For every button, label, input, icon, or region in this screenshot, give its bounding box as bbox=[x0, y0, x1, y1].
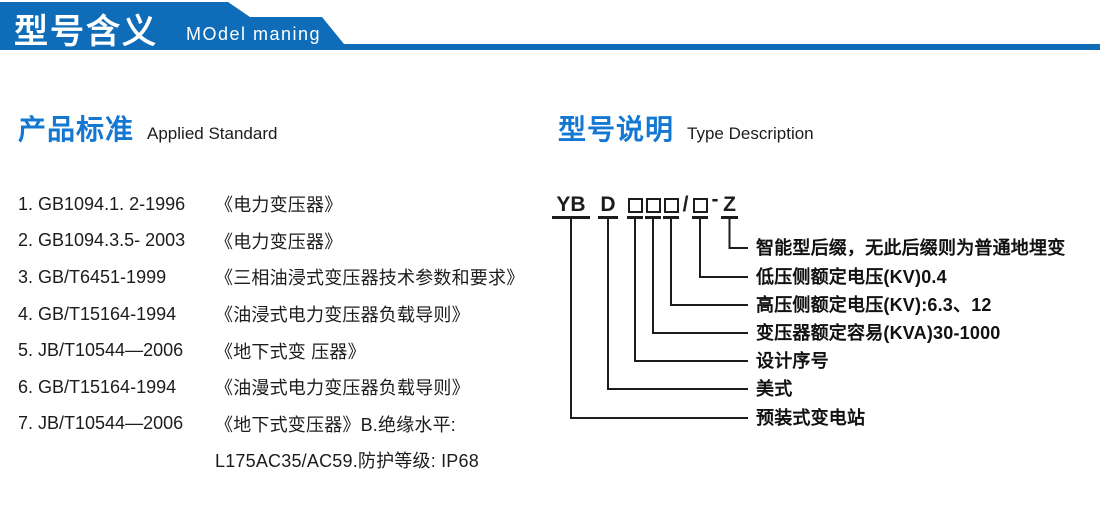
page-subtitle: MOdel maning bbox=[186, 24, 322, 44]
item-code: 4. GB/T15164-1994 bbox=[18, 303, 177, 324]
list-item: 4. GB/T15164-1994 《油浸式电力变压器负载导则》 bbox=[18, 296, 558, 333]
item-title: 《油浸式电力变压器负载导则》 bbox=[215, 305, 470, 326]
model-code-diagram: YB D / - Z 智能型后缀，无此后缀则为普通地埋变 低压侧额定电压(KV)… bbox=[552, 188, 1100, 447]
item-code: 3. GB/T6451-1999 bbox=[18, 266, 167, 287]
code-segment-capacity bbox=[627, 192, 643, 219]
list-item: 6. GB/T15164-1994 《油漫式电力变压器负载导则》 bbox=[18, 369, 558, 406]
applied-standard-heading: 产品标准 Applied Standard bbox=[18, 108, 277, 148]
diagram-label-lv-voltage: 低压侧额定电压(KV)0.4 bbox=[756, 267, 947, 287]
item-code: 2. GB1094.3.5- 2003 bbox=[18, 230, 186, 251]
type-description-heading-en: Type Description bbox=[687, 124, 814, 143]
diagram-connector-lines bbox=[570, 219, 748, 419]
placeholder-box-icon bbox=[645, 198, 661, 213]
dash-glyph: - bbox=[711, 188, 719, 211]
list-item: 7. JB/T10544—2006 《地下式变压器》B.绝缘水平: bbox=[18, 406, 558, 443]
code-segment-hv bbox=[663, 192, 679, 219]
item-title: 《三相油浸式变压器技术参数和要求》 bbox=[215, 268, 525, 289]
placeholder-box-icon bbox=[663, 198, 679, 213]
standards-list: 1. GB1094.1. 2-1996 《电力变压器》 2. GB1094.3.… bbox=[18, 186, 558, 479]
item-title-line2: L175AC35/AC59.防护等级: IP68 bbox=[215, 451, 479, 472]
diagram-label-design-serial: 设计序号 bbox=[756, 351, 829, 371]
code-slash: / bbox=[682, 193, 689, 216]
item-code: 5. JB/T10544—2006 bbox=[18, 340, 184, 361]
diagram-label-prefab-substation: 预装式变电站 bbox=[756, 408, 866, 428]
item-title: 《油漫式电力变压器负载导则》 bbox=[215, 378, 470, 399]
type-description-heading-zh: 型号说明 bbox=[558, 114, 675, 145]
code-segment-lv bbox=[692, 192, 708, 219]
code-segment-capacity bbox=[645, 192, 661, 219]
applied-standard-heading-en: Applied Standard bbox=[147, 124, 278, 143]
code-segment-prefix: YB bbox=[552, 192, 590, 219]
code-segment-suffix: Z bbox=[721, 192, 738, 219]
list-item-continuation: L175AC35/AC59.防护等级: IP68 bbox=[18, 442, 558, 479]
banner-shape bbox=[0, 2, 1100, 50]
item-code: 7. JB/T10544—2006 bbox=[18, 413, 184, 434]
list-item: 2. GB1094.3.5- 2003 《电力变压器》 bbox=[18, 223, 558, 260]
type-description-heading: 型号说明 Type Description bbox=[558, 108, 814, 148]
diagram-label-rated-capacity: 变压器额定容易(KVA)30-1000 bbox=[756, 323, 1001, 343]
placeholder-box-icon bbox=[692, 198, 708, 213]
diagram-label-hv-voltage: 高压侧额定电压(KV):6.3、12 bbox=[756, 295, 992, 315]
item-title: 《地下式变压器》B.绝缘水平: bbox=[215, 414, 457, 435]
item-code: 6. GB/T15164-1994 bbox=[18, 376, 177, 397]
code-segment-type-letter: D bbox=[598, 192, 618, 219]
page-title: 型号含义 bbox=[14, 13, 158, 51]
item-title: 《电力变压器》 bbox=[215, 231, 343, 252]
code-dash: - bbox=[709, 188, 721, 216]
item-code: 1. GB1094.1. 2-1996 bbox=[18, 193, 186, 214]
diagram-label-smart-suffix: 智能型后缀，无此后缀则为普通地埋变 bbox=[756, 238, 1066, 258]
applied-standard-heading-zh: 产品标准 bbox=[18, 114, 135, 145]
list-item: 3. GB/T6451-1999 《三相油浸式变压器技术参数和要求》 bbox=[18, 259, 558, 296]
diagram-label-american-style: 美式 bbox=[756, 379, 793, 399]
item-title: 《电力变压器》 bbox=[215, 195, 343, 216]
placeholder-box-icon bbox=[627, 198, 643, 213]
list-item: 5. JB/T10544—2006 《地下式变 压器》 bbox=[18, 332, 558, 369]
item-title: 《地下式变 压器》 bbox=[215, 341, 366, 362]
list-item: 1. GB1094.1. 2-1996 《电力变压器》 bbox=[18, 186, 558, 223]
